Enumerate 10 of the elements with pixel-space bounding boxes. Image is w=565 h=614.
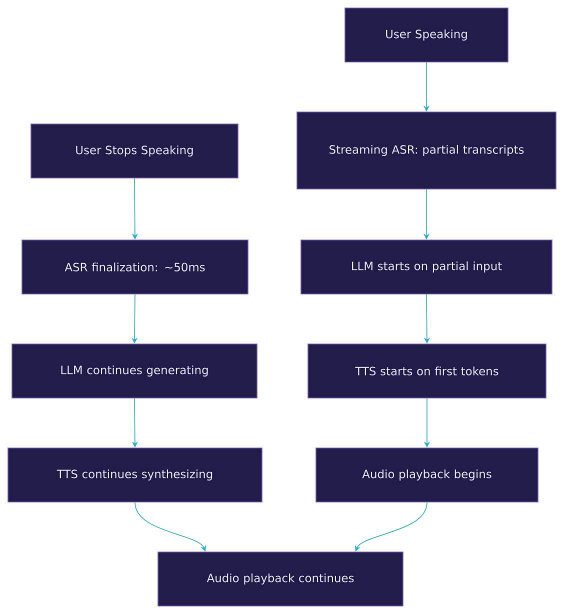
- process-box: LLM continues generating: [12, 344, 258, 398]
- process-box: ASR finalization: ~50ms: [22, 240, 248, 294]
- process-box: Audio playback continues: [158, 552, 404, 606]
- process-box: Streaming ASR: partial transcripts: [296, 112, 556, 190]
- process-box: LLM starts on partial input: [300, 240, 552, 294]
- process-box: TTS continues synthesizing: [8, 448, 262, 502]
- process-box: Audio playback begins: [316, 448, 538, 502]
- process-box: TTS starts on first tokens: [308, 344, 546, 398]
- process-box: User Speaking: [344, 8, 508, 62]
- process-box: User Stops Speaking: [30, 124, 238, 178]
